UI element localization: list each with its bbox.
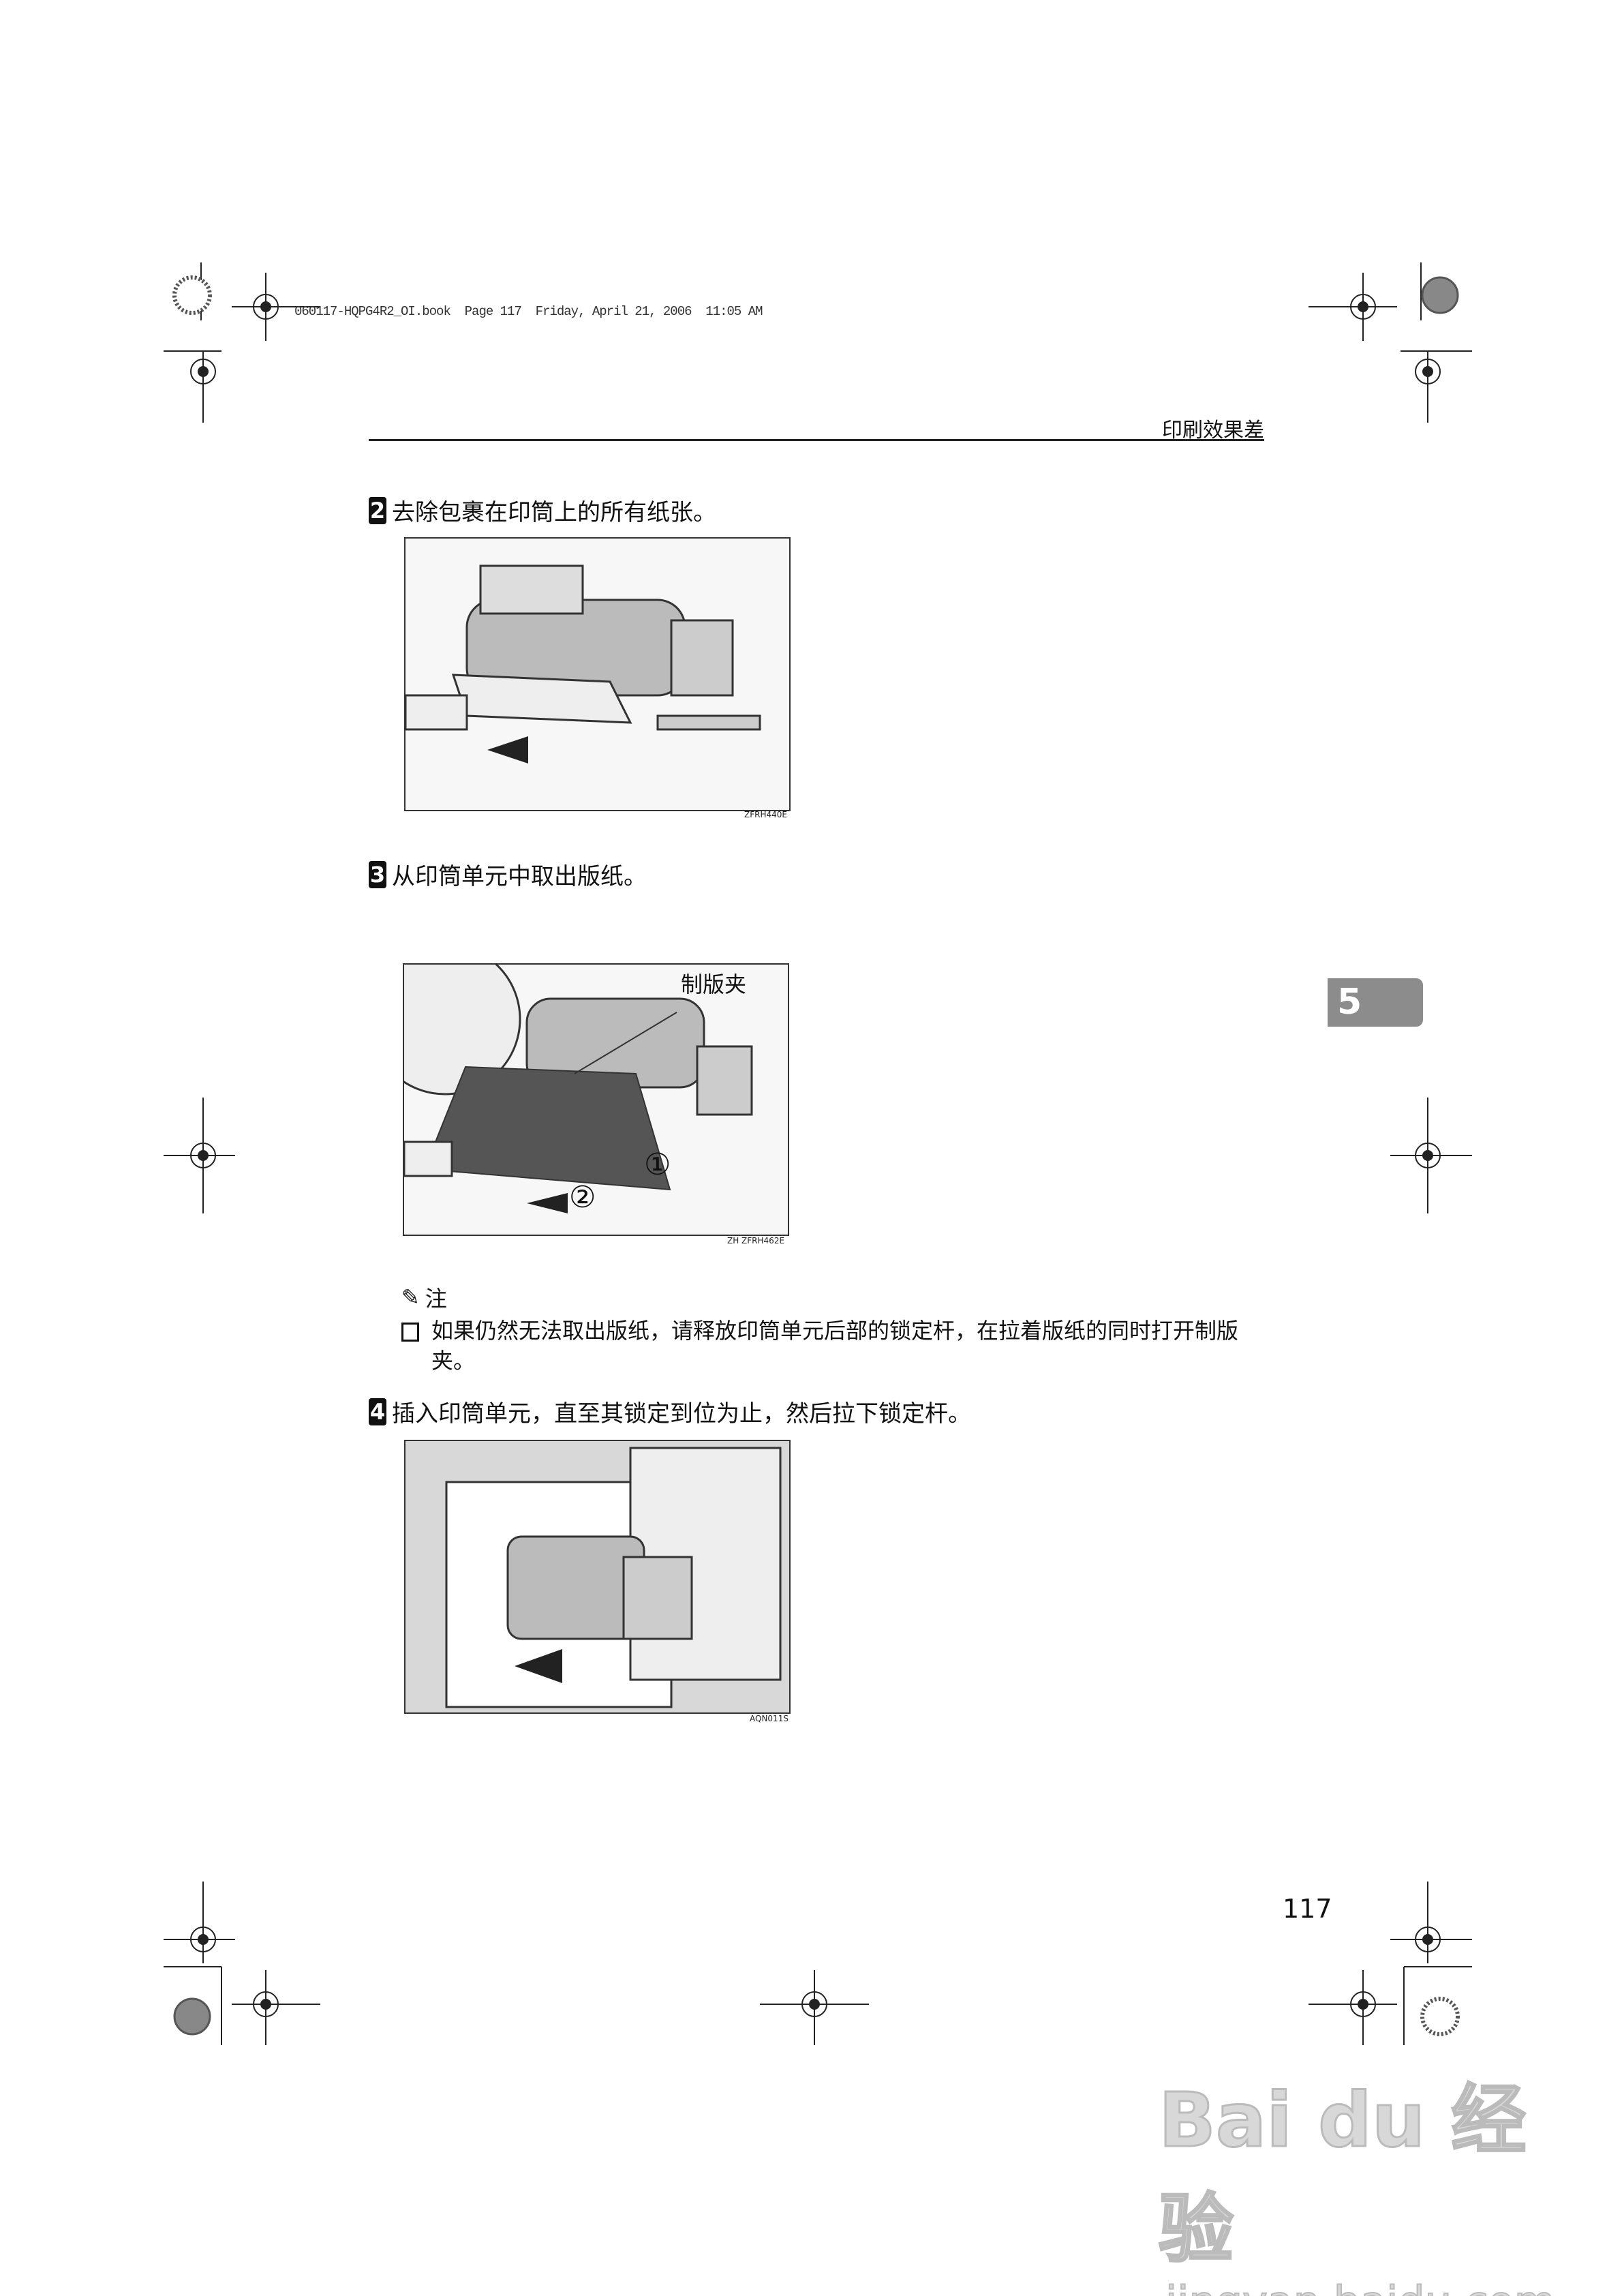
pencil-icon: ✎ [401,1284,420,1310]
step-4: 4 插入印筒单元，直至其锁定到位为止，然后拉下锁定杆。 [369,1395,971,1428]
step-3: 3 从印筒单元中取出版纸。 [369,858,647,891]
note-title: 注 [425,1286,447,1312]
step-number: 2 [369,496,386,524]
page-number: 117 [1283,1894,1332,1924]
step-text: 去除包裹在印筒上的所有纸张。 [392,499,716,526]
header-rule [369,439,1264,441]
baidu-watermark: Bai du 经验 jingyan.baidu.com [1158,2059,1557,2296]
step-number: 4 [369,1398,386,1425]
step-text: 插入印筒单元，直至其锁定到位为止，然后拉下锁定杆。 [392,1400,971,1428]
running-head: 印刷效果差 [1162,419,1264,442]
figure-remove-paper [404,537,791,811]
figure-illustration [403,963,789,1236]
note-heading: ✎ 注 [401,1282,447,1313]
callout-2: ② [569,1180,596,1215]
note-text: 如果仍然无法取出版纸，请释放印筒单元后部的锁定杆，在拉着版纸的同时打开制版夹。 [431,1318,1239,1374]
callout-1: ① [644,1147,671,1182]
chapter-tab[interactable]: 5 [1328,978,1423,1027]
figure-code: ZH ZFRH462E [727,1236,785,1245]
step-number: 3 [369,860,386,888]
print-header: 060117-HQPG4R2_OI.book Page 117 Friday, … [294,304,763,319]
figure-label: 制版夹 [681,971,747,997]
figure-insert-drum [404,1440,791,1714]
figure-code: AQN011S [750,1714,789,1723]
note-item: 如果仍然无法取出版纸，请释放印筒单元后部的锁定杆，在拉着版纸的同时打开制版夹。 [401,1316,1281,1376]
checkbox-bullet-icon [401,1323,419,1342]
watermark-url: jingyan.baidu.com [1165,2276,1556,2296]
figure-code: ZFRH440E [744,810,787,819]
watermark-brand: Bai du 经验 [1158,2076,1527,2274]
step-text: 从印筒单元中取出版纸。 [392,863,647,890]
figure-remove-master: 制版夹 ① ② [403,963,789,1236]
step-2: 2 去除包裹在印筒上的所有纸张。 [369,494,716,527]
